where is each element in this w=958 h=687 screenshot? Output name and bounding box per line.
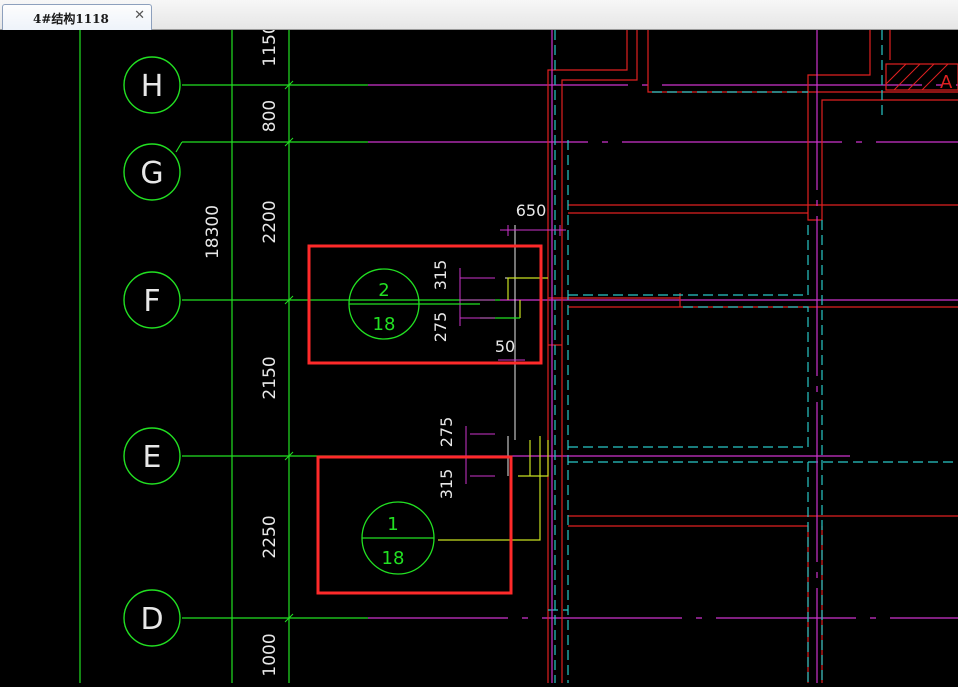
rebar-lines [438, 277, 549, 541]
seg-dim-1150: 1150 [260, 30, 280, 67]
callout-2-18: 2 18 [348, 268, 480, 340]
callout-1-18: 1 18 [361, 501, 435, 575]
highlight-box-lower [316, 455, 513, 595]
highlight-box-upper [307, 244, 543, 365]
seg-dim-2150: 2150 [260, 356, 280, 399]
axis-label-e: E [143, 440, 162, 475]
axis-bubble-g: G [123, 143, 181, 201]
cad-drawing: H G F E D 18300 1150 800 2200 2150 2250 … [79, 23, 958, 683]
seg-dim-1000: 1000 [260, 633, 280, 676]
close-icon[interactable]: ✕ [134, 8, 145, 23]
total-dimension: 18300 [203, 205, 223, 259]
axis-bubble-f: F [123, 271, 181, 329]
axis-bubble-e: E [123, 427, 181, 485]
document-tab-bar: 4#结构1118 ✕ [0, 0, 958, 30]
axis-label-h: H [141, 69, 164, 104]
axis-bubble-d: D [123, 589, 181, 647]
dim-275-upper: 275 [431, 312, 450, 343]
cad-canvas[interactable]: H G F E D 18300 1150 800 2200 2150 2250 … [0, 23, 958, 683]
tab-drawing[interactable]: 4#结构1118 ✕ [2, 4, 152, 30]
seg-dim-2250: 2250 [260, 515, 280, 558]
dim-315-lower: 315 [437, 469, 456, 500]
magenta-vertical-lines [551, 30, 818, 683]
seg-dim-800: 800 [260, 100, 280, 132]
axis-lines [175, 84, 958, 619]
callout-1-bottom: 18 [382, 548, 405, 569]
hatched-block: A [885, 63, 958, 93]
dim-50: 50 [495, 337, 515, 356]
dim-650: 650 [516, 201, 547, 220]
magenta-dim-ticks [459, 225, 566, 484]
callout-2-bottom: 18 [373, 314, 396, 335]
callout-2-top: 2 [378, 280, 389, 301]
seg-dim-2200: 2200 [260, 200, 280, 243]
axis-label-f: F [143, 284, 160, 319]
corner-label: A [940, 72, 953, 93]
cyan-dashed-lines [548, 30, 958, 683]
axis-label-d: D [140, 602, 163, 637]
callout-1-top: 1 [387, 514, 398, 535]
axis-label-g: G [140, 156, 163, 191]
dim-275-lower: 275 [437, 417, 456, 448]
tab-title: 4#结构1118 [33, 12, 109, 26]
dim-315-upper: 315 [431, 260, 450, 291]
red-structure-lines [547, 30, 958, 683]
axis-bubble-h: H [123, 56, 181, 114]
